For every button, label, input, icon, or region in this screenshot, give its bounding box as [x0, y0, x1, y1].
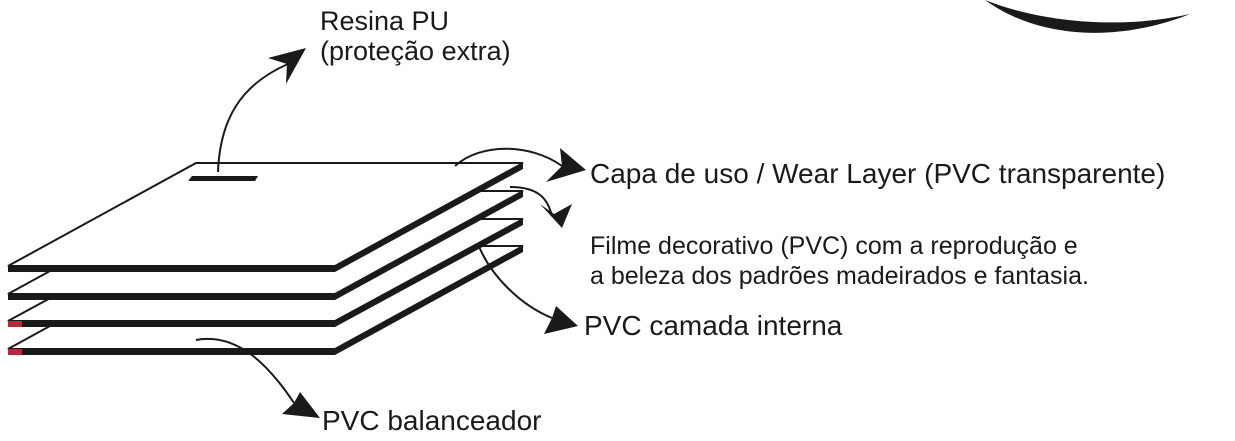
label-pvc-camada-interna: PVC camada interna: [584, 310, 843, 341]
edge-accent: [8, 321, 22, 327]
layer-capa-de-uso: [7, 162, 524, 272]
resina-pu-strip: [188, 176, 258, 181]
arrow-capa-de-uso: [454, 147, 586, 182]
label-capa-de-uso: Capa de uso / Wear Layer (PVC transparen…: [590, 158, 1166, 189]
arrow-pvc-camada-interna: [477, 243, 578, 334]
label-filme-line-2: a beleza dos padrões madeirados e fantas…: [590, 261, 1089, 290]
label-filme-line-1: Filme decorativo (PVC) com a reprodução …: [590, 232, 1078, 260]
label-pvc-balanceador: PVC balanceador: [322, 405, 542, 436]
label-resina-pu-subtitle: (proteção extra): [320, 36, 511, 67]
label-resina-pu: Resina PU (proteção extra): [320, 6, 511, 66]
arrow-filme-decorativo: [509, 186, 572, 228]
edge-accent: [8, 349, 22, 355]
label-filme-decorativo: Filme decorativo (PVC) com a reprodução …: [590, 232, 1089, 291]
decorative-swoosh: [985, 0, 1190, 33]
arrow-resina-pu: [217, 48, 306, 173]
label-resina-pu-title: Resina PU: [320, 6, 450, 36]
arrow-pvc-balanceador: [195, 337, 320, 418]
